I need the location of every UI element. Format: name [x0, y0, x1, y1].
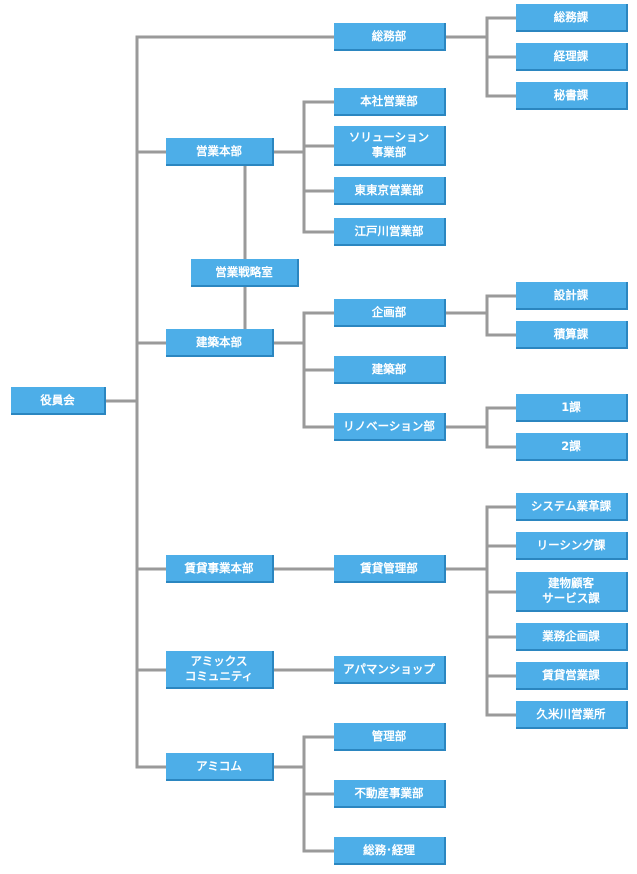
node-construction-hq: 建築本部 — [166, 329, 274, 357]
node-leasing-section: リーシング課 — [516, 532, 628, 560]
node-secretary-section: 秘書課 — [516, 82, 628, 110]
node-solution-dept: ソリューション 事業部 — [334, 126, 446, 166]
node-sales-strategy-office: 営業戦略室 — [191, 259, 299, 287]
node-system-business-section: システム業革課 — [516, 493, 628, 521]
node-section-1: 1課 — [516, 394, 628, 422]
node-general-affairs-section: 総務課 — [516, 4, 628, 32]
node-head-office-sales: 本社営業部 — [334, 88, 446, 116]
node-renovation-dept: リノベーション部 — [334, 413, 446, 441]
node-sales-hq: 営業本部 — [166, 138, 274, 166]
node-leasing-sales-section: 賃貸営業課 — [516, 662, 628, 690]
node-management-dept: 管理部 — [334, 723, 446, 751]
node-board: 役員会 — [11, 387, 106, 415]
node-amix-community: アミックス コミュニティ — [166, 651, 274, 689]
node-general-accounting: 総務･経理 — [334, 837, 446, 865]
node-edogawa-sales: 江戸川営業部 — [334, 218, 446, 246]
node-real-estate-dept: 不動産事業部 — [334, 780, 446, 808]
node-leasing-mgmt-dept: 賃貸管理部 — [334, 555, 446, 583]
node-leasing-hq: 賃貸事業本部 — [166, 555, 274, 583]
node-amicom: アミコム — [166, 753, 274, 781]
node-general-affairs-dept: 総務部 — [334, 23, 446, 51]
node-kumegawa-office: 久米川営業所 — [516, 701, 628, 729]
node-east-tokyo-sales: 東東京営業部 — [334, 177, 446, 205]
node-planning-dept: 企画部 — [334, 299, 446, 327]
node-estimation-section: 積算課 — [516, 321, 628, 349]
node-section-2: 2課 — [516, 433, 628, 461]
node-business-planning-section: 業務企画課 — [516, 623, 628, 651]
node-tenant-service-section: 建物顧客 サービス課 — [516, 572, 628, 612]
node-accounting-section: 経理課 — [516, 43, 628, 71]
node-construction-dept: 建築部 — [334, 356, 446, 384]
node-design-section: 設計課 — [516, 282, 628, 310]
node-apaman-shop: アパマンショップ — [334, 656, 446, 684]
